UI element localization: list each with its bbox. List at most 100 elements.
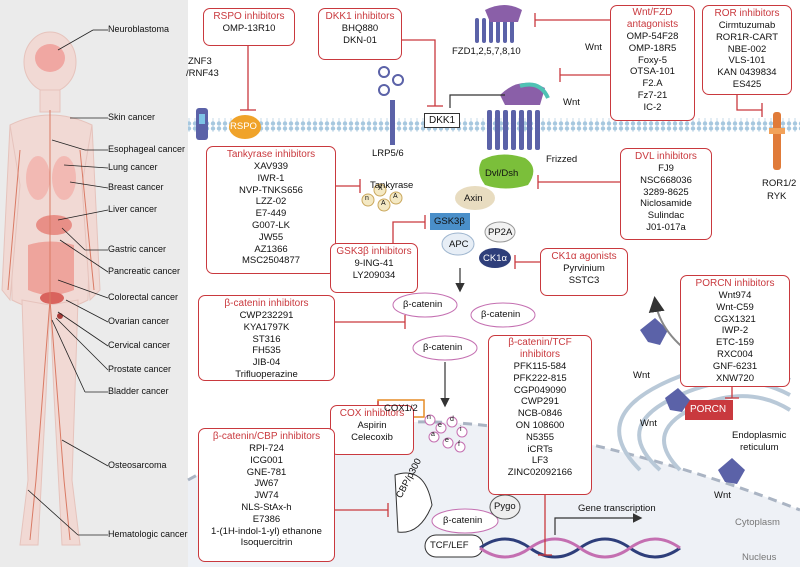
label-gene-transcription: Gene transcription	[578, 503, 656, 514]
lrp-receptor	[378, 66, 404, 145]
box-bcatenin: β-catenin inhibitors CWP232291 KYA1797K …	[198, 295, 335, 381]
label-lrp: LRP5/6	[372, 148, 404, 159]
box-dvl-item-3: Niclosamide	[640, 198, 692, 210]
box-tcf-item-3: CWP291	[520, 396, 559, 408]
label-pygo: Pygo	[494, 501, 516, 512]
box-ck1a-item-1: SSTC3	[568, 274, 600, 286]
label-tk-n: n	[365, 195, 369, 202]
box-porcn-title: PORCN inhibitors	[695, 278, 775, 289]
label-tankyrase: Tankyrase	[370, 180, 414, 191]
axin-shape	[455, 186, 495, 210]
bcat-shape-3	[412, 335, 478, 361]
box-cbp: β-catenin/CBP inhibitors RPI-724 ICG001 …	[198, 428, 335, 562]
organs	[26, 44, 76, 319]
label-wnt-top: Wnt	[585, 42, 602, 53]
box-tankyrase-item-7: AZ1366	[254, 243, 288, 255]
box-porcn-item-2: CGX1321	[714, 313, 756, 325]
label-tcflef: TCF/LEF	[430, 540, 469, 551]
box-wntfzd: Wnt/FZD antagonists OMP-54F28 OMP-18R5 F…	[610, 5, 695, 121]
box-tcf-item-2: CGP049090	[513, 384, 567, 396]
box-bcatenin-item-4: JIB-04	[252, 357, 281, 369]
box-rspo: RSPO inhibitors OMP-13R10	[203, 8, 295, 46]
box-porcn: PORCN inhibitors Wnt974 Wnt-C59 CGX1321 …	[680, 275, 790, 387]
box-wntfzd-item-4: F2.A	[642, 78, 663, 90]
box-tcf-item-9: ZINC02092166	[507, 467, 573, 479]
label-bcat-3: β-catenin	[423, 342, 463, 353]
box-dkk1-item-0: BHQ880	[341, 23, 379, 34]
box-ror-title: ROR inhibitors	[714, 8, 780, 19]
box-dkk1-title: DKK1 inhibitors	[325, 11, 395, 22]
bcat-shape-1	[392, 292, 458, 318]
box-dvl-item-5: J01-017a	[646, 221, 686, 233]
box-ror-item-1: ROR1R-CART	[715, 31, 779, 43]
box-tcf-title: β-catenin/TCF inhibitors	[508, 337, 572, 360]
label-ryk: RYK	[767, 191, 787, 202]
degradation-fragments	[424, 414, 468, 453]
label-dkk1: DKK1	[424, 113, 461, 128]
label-bcat-1: β-catenin	[403, 299, 443, 310]
cancer-label-13: Osteosarcoma	[108, 460, 167, 470]
label-fzd-list: FZD1,2,5,7,8,10	[452, 46, 521, 57]
box-dvl-item-0: FJ9	[658, 163, 674, 174]
box-porcn-item-1: Wnt-C59	[716, 301, 754, 313]
box-tcf-item-7: iCRTs	[527, 443, 553, 455]
box-tankyrase: Tankyrase inhibitors XAV939 IWR-1 NVP-TN…	[206, 146, 336, 274]
fzd-family-receptor	[475, 5, 522, 43]
box-dkk1-item-1: DKN-01	[343, 34, 377, 46]
box-cox-title: COX inhibitors	[339, 408, 405, 419]
label-bcat-4: β-catenin	[443, 515, 483, 526]
box-cbp-item-5: NLS-StAx-h	[241, 501, 292, 513]
label-deg-3: i	[460, 426, 462, 433]
box-tcf-item-0: PFK115-584	[513, 361, 567, 372]
box-ror-item-3: VLS-101	[728, 55, 766, 67]
blood-vessels	[7, 110, 95, 541]
connector-lines	[240, 13, 763, 556]
label-deg-2: d	[450, 416, 454, 423]
label-rnf43: /RNF43	[186, 68, 219, 79]
box-tankyrase-item-8: MSC2504877	[241, 255, 301, 267]
label-tk-x: X	[378, 185, 383, 192]
box-tcf-item-1: PFK222-815	[513, 372, 567, 384]
box-bcatenin-item-1: KYA1797K	[243, 321, 290, 333]
box-bcatenin-title: β-catenin inhibitors	[224, 298, 309, 309]
box-ck1a-item-0: Pyrvinium	[563, 263, 605, 274]
box-dvl-item-1: NSC668036	[640, 174, 692, 186]
cancer-label-14: Hematologic cancer	[108, 529, 188, 539]
box-cbp-item-6: E7386	[252, 513, 281, 525]
box-wntfzd-item-1: OMP-18R5	[628, 42, 677, 54]
apc-shape	[441, 232, 475, 256]
box-cox-item-1: Celecoxib	[351, 431, 393, 443]
pp2a-shape	[484, 221, 516, 243]
box-gsk3b-item-0: 9-ING-41	[354, 258, 394, 269]
box-tankyrase-item-5: G007-LK	[251, 219, 291, 231]
box-dvl-item-4: Sulindac	[647, 210, 685, 222]
box-porcn-item-5: RXC004	[717, 348, 753, 360]
box-ror-item-2: NBE-002	[727, 43, 767, 55]
box-cbp-title: β-catenin/CBP inhibitors	[212, 431, 321, 442]
box-bcatenin-item-3: FH535	[252, 345, 281, 357]
cancer-label-4: Breast cancer	[108, 182, 164, 192]
box-wntfzd-title: Wnt/FZD antagonists	[626, 7, 679, 30]
box-tankyrase-item-0: XAV939	[253, 161, 289, 172]
label-ck1a: CK1α	[483, 253, 507, 264]
label-axin: Axin	[464, 193, 483, 204]
box-rspo-title: RSPO inhibitors	[213, 11, 285, 22]
box-gsk3b-item-1: LY209034	[352, 269, 396, 281]
box-cbp-item-1: ICG001	[250, 454, 283, 466]
box-dvl-title: DVL inhibitors	[635, 151, 697, 162]
label-deg-1: e	[438, 422, 442, 429]
cancer-label-11: Prostate cancer	[108, 364, 172, 374]
label-porcn: PORCN	[690, 404, 727, 415]
tank-frag-x	[373, 183, 387, 197]
label-er-1: Endoplasmic	[732, 430, 787, 441]
box-ror-item-0: Cirmtuzumab	[718, 20, 776, 31]
box-wntfzd-item-3: OTSA-101	[630, 66, 675, 78]
wnt-binding-line	[449, 94, 505, 108]
rspo-protein	[229, 115, 261, 139]
label-pp2a: PP2A	[488, 227, 513, 238]
label-frizzed: Frizzed	[546, 154, 578, 165]
label-deg-0: n	[427, 414, 431, 421]
label-nucleus: Nucleus	[742, 552, 777, 563]
ror-ryk-receptor	[769, 112, 785, 170]
